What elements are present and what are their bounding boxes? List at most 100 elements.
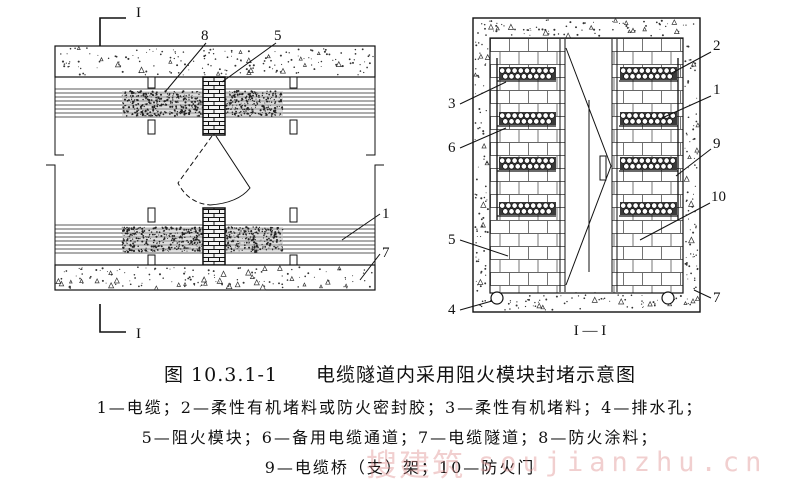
coating-speck bbox=[261, 112, 263, 114]
cable bbox=[632, 67, 639, 74]
aggregate-dot bbox=[263, 70, 266, 72]
coating-speck bbox=[181, 240, 185, 243]
coating-speck bbox=[161, 104, 163, 106]
coating-speck bbox=[185, 98, 188, 100]
coating-speck bbox=[231, 113, 234, 116]
aggregate-dot bbox=[688, 59, 690, 61]
coating-speck bbox=[233, 232, 236, 234]
coating-speck bbox=[141, 250, 143, 252]
coating-speck bbox=[147, 92, 149, 94]
coating-speck bbox=[279, 93, 282, 95]
cable bbox=[669, 202, 676, 209]
coating-speck bbox=[156, 99, 158, 101]
coating-speck bbox=[176, 238, 178, 240]
coating-speck bbox=[136, 108, 139, 110]
aggregate-dot bbox=[480, 122, 482, 124]
aggregate-dot bbox=[656, 299, 658, 301]
aggregate-dot bbox=[324, 48, 327, 51]
aggregate-dot bbox=[288, 52, 290, 54]
coating-speck bbox=[195, 231, 197, 234]
coating-speck bbox=[162, 233, 164, 235]
aggregate-dot bbox=[68, 286, 71, 288]
coating-speck bbox=[136, 95, 138, 97]
coating-speck bbox=[238, 250, 240, 252]
aggregate-dot bbox=[480, 197, 483, 200]
coating-speck bbox=[146, 108, 149, 111]
aggregate-dot bbox=[279, 54, 282, 57]
aggregate-dot bbox=[200, 284, 203, 287]
aggregate-dot bbox=[122, 285, 124, 287]
coating-speck bbox=[190, 231, 192, 234]
coating-speck bbox=[167, 237, 169, 240]
coating-speck bbox=[226, 111, 229, 113]
coating-speck bbox=[162, 227, 164, 229]
coating-speck bbox=[225, 104, 228, 106]
cable bbox=[502, 118, 509, 125]
aggregate-dot bbox=[78, 66, 79, 68]
aggregate-dot bbox=[252, 67, 254, 69]
coating-speck bbox=[160, 111, 162, 113]
coating-speck bbox=[249, 98, 251, 101]
coating-speck bbox=[132, 242, 134, 245]
coating-speck bbox=[240, 99, 243, 101]
elevation-view: I I bbox=[46, 5, 390, 342]
coating-speck bbox=[160, 234, 163, 238]
aggregate-dot bbox=[622, 22, 624, 24]
aggregate-stone bbox=[99, 56, 104, 62]
coating-speck bbox=[273, 99, 275, 101]
aggregate-dot bbox=[80, 67, 82, 70]
coating-speck bbox=[236, 104, 238, 106]
coating-speck bbox=[250, 111, 252, 113]
aggregate-dot bbox=[687, 278, 689, 280]
aggregate-dot bbox=[480, 236, 482, 238]
coating-speck bbox=[231, 111, 234, 114]
cable bbox=[523, 67, 531, 74]
aggregate-dot bbox=[207, 269, 210, 272]
coating-speck bbox=[133, 241, 135, 243]
aggregate-stone bbox=[480, 221, 486, 228]
coating-speck bbox=[126, 238, 129, 240]
coating-speck bbox=[281, 248, 284, 250]
coating-speck bbox=[272, 237, 275, 239]
aggregate-dot bbox=[692, 23, 695, 25]
aggregate-dot bbox=[239, 72, 242, 74]
watermark-site: soujianzhu.cn bbox=[478, 447, 768, 478]
coating-speck bbox=[188, 244, 190, 245]
coating-speck bbox=[143, 105, 145, 108]
coating-speck bbox=[171, 112, 174, 114]
coating-speck bbox=[145, 242, 148, 245]
coating-speck bbox=[152, 241, 155, 244]
cable bbox=[508, 208, 515, 215]
aggregate-dot bbox=[682, 24, 684, 26]
aggregate-dot bbox=[354, 53, 357, 55]
coating-speck bbox=[272, 94, 274, 97]
coating-speck bbox=[151, 233, 153, 235]
aggregate-dot bbox=[362, 272, 365, 274]
leader-line-3 bbox=[459, 81, 507, 105]
cable bbox=[669, 157, 676, 164]
coating-speck bbox=[235, 235, 237, 237]
label-sealant: 2 bbox=[713, 38, 721, 54]
aggregate-dot bbox=[480, 305, 483, 308]
aggregate-dot bbox=[281, 63, 283, 66]
aggregate-dot bbox=[218, 68, 221, 71]
coating-speck bbox=[133, 108, 136, 110]
coating-speck bbox=[194, 109, 196, 111]
aggregate-dot bbox=[86, 47, 88, 49]
aggregate-dot bbox=[603, 297, 606, 300]
aggregate-dot bbox=[693, 125, 695, 127]
coating-speck bbox=[245, 97, 247, 99]
aggregate-dot bbox=[484, 267, 487, 270]
aggregate-dot bbox=[253, 277, 256, 279]
coating-speck bbox=[171, 96, 174, 99]
coating-speck bbox=[235, 110, 237, 113]
coating-speck bbox=[241, 104, 243, 107]
cable bbox=[511, 112, 518, 119]
aggregate-stone bbox=[484, 53, 491, 60]
aggregate-dot bbox=[343, 286, 345, 288]
aggregate-stone bbox=[540, 304, 546, 310]
aggregate-dot bbox=[127, 57, 130, 60]
aggregate-dot bbox=[349, 62, 352, 65]
aggregate-dot bbox=[188, 276, 191, 279]
cable bbox=[648, 118, 655, 125]
